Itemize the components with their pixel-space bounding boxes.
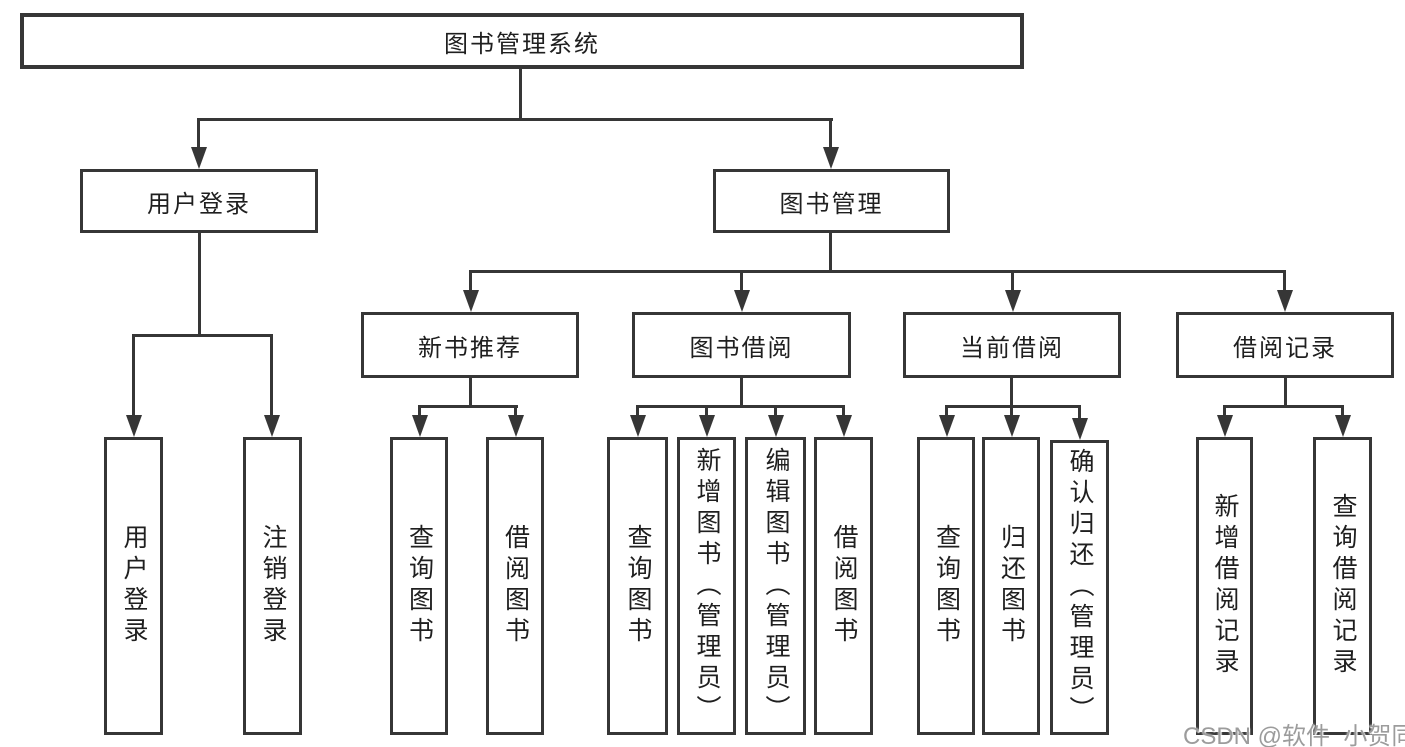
edge-line [829,118,832,154]
edge-line [1341,405,1344,418]
arrow-down-icon [412,415,428,437]
edge-line [1078,405,1081,418]
edge-line [842,405,845,418]
arrow-down-icon [836,415,852,437]
arrow-down-icon [630,415,646,437]
leaf-return-books: 归还图书 [982,437,1040,735]
arrow-down-icon [768,415,784,437]
edge-line [1223,405,1226,418]
arrow-down-icon [508,415,524,437]
edge-line [132,334,273,337]
edge-line [197,118,833,121]
arrow-down-icon [1004,415,1020,437]
edge-line [469,378,472,408]
edge-line [1010,405,1013,418]
leaf-query-books-recommend: 查询图书 [390,437,448,735]
arrow-down-icon [463,290,479,312]
node-library-system: 图书管理系统 [20,13,1024,69]
leaf-query-borrow-record: 查询借阅记录 [1313,437,1372,735]
edge-line [418,405,421,418]
arrow-down-icon [1005,290,1021,312]
arrow-down-icon [126,415,142,437]
edge-line [1011,270,1014,294]
leaf-confirm-return-admin: 确认归还（管理员） [1050,440,1109,735]
arrow-down-icon [1217,415,1233,437]
edge-line [705,405,708,418]
edge-line [636,405,639,418]
node-new-book-recommendation: 新书推荐 [361,312,579,378]
edge-line [774,405,777,418]
arrow-down-icon [191,147,207,169]
leaf-query-books-current: 查询图书 [917,437,975,735]
edge-line [945,405,948,418]
arrow-down-icon [734,290,750,312]
arrow-down-icon [699,415,715,437]
edge-line [519,69,522,119]
leaf-edit-books-admin: 编辑图书（管理员） [745,437,806,735]
edge-line [829,233,832,273]
arrow-down-icon [264,415,280,437]
node-user-login: 用户登录 [80,169,318,233]
edge-line [1284,378,1287,408]
edge-line [740,378,743,408]
arrow-down-icon [939,415,955,437]
leaf-user-login: 用户登录 [104,437,163,735]
leaf-add-borrow-record: 新增借阅记录 [1196,437,1253,735]
arrow-down-icon [1335,415,1351,437]
arrow-down-icon [823,147,839,169]
arrow-down-icon [1277,290,1293,312]
node-borrowing-records: 借阅记录 [1176,312,1394,378]
node-book-borrowing: 图书借阅 [632,312,851,378]
leaf-query-books-borrow: 查询图书 [607,437,668,735]
leaf-borrow-books-recommend: 借阅图书 [486,437,544,735]
edge-line [740,270,743,294]
edge-line [198,233,201,337]
edge-line [270,334,273,418]
watermark: CSDN @软件_小贺同学 [1183,723,1405,747]
node-book-management: 图书管理 [713,169,950,233]
edge-line [418,405,518,408]
leaf-borrow-books: 借阅图书 [814,437,873,735]
arrow-down-icon [1072,418,1088,440]
edge-line [132,334,135,418]
leaf-logout: 注销登录 [243,437,302,735]
edge-line [1010,378,1013,408]
edge-line [636,405,845,408]
edge-line [469,270,472,294]
leaf-add-books-admin: 新增图书（管理员） [677,437,736,735]
node-current-borrowing: 当前借阅 [903,312,1121,378]
edge-line [469,270,1286,273]
edge-line [1223,405,1344,408]
edge-line [197,118,200,154]
edge-line [945,405,1081,408]
edge-line [514,405,517,418]
edge-line [1283,270,1286,294]
